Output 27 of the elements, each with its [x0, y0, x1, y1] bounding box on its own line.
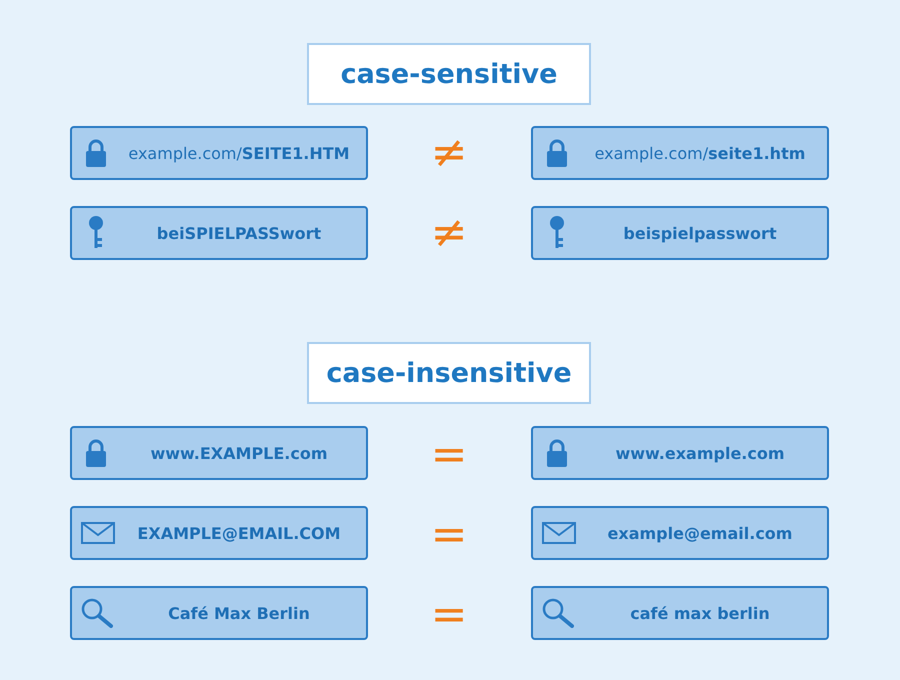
field-text: www.example.com	[615, 444, 785, 462]
field-text: EXAMPLE@EMAIL.COM	[137, 524, 341, 542]
field-text: example.com/SEITE1.HTM	[128, 144, 350, 162]
comparison-sign: ≠	[430, 208, 468, 258]
input-field	[531, 426, 829, 480]
field-text: beiSPIELPASSwort	[156, 224, 322, 242]
comparison-sign: =	[430, 590, 468, 640]
input-field	[70, 586, 368, 640]
comparison-sign: =	[430, 430, 468, 480]
input-field	[70, 206, 368, 260]
heading: case-sensitive	[307, 43, 591, 105]
heading: case-insensitive	[307, 342, 591, 404]
field-text: www.EXAMPLE.com	[150, 444, 328, 462]
input-field	[70, 126, 368, 180]
input-field	[531, 206, 829, 260]
input-field	[531, 126, 829, 180]
field-text: beispielpasswort	[623, 224, 777, 242]
input-field	[70, 506, 368, 560]
comparison-sign: =	[430, 510, 468, 560]
input-field	[70, 426, 368, 480]
input-field	[531, 506, 829, 560]
field-text: example@email.com	[608, 524, 792, 542]
comparison-sign: ≠	[430, 128, 468, 178]
field-text: example.com/seite1.htm	[594, 144, 806, 162]
field-text: café max berlin	[630, 604, 770, 622]
input-field	[531, 586, 829, 640]
field-text: Café Max Berlin	[168, 604, 310, 622]
